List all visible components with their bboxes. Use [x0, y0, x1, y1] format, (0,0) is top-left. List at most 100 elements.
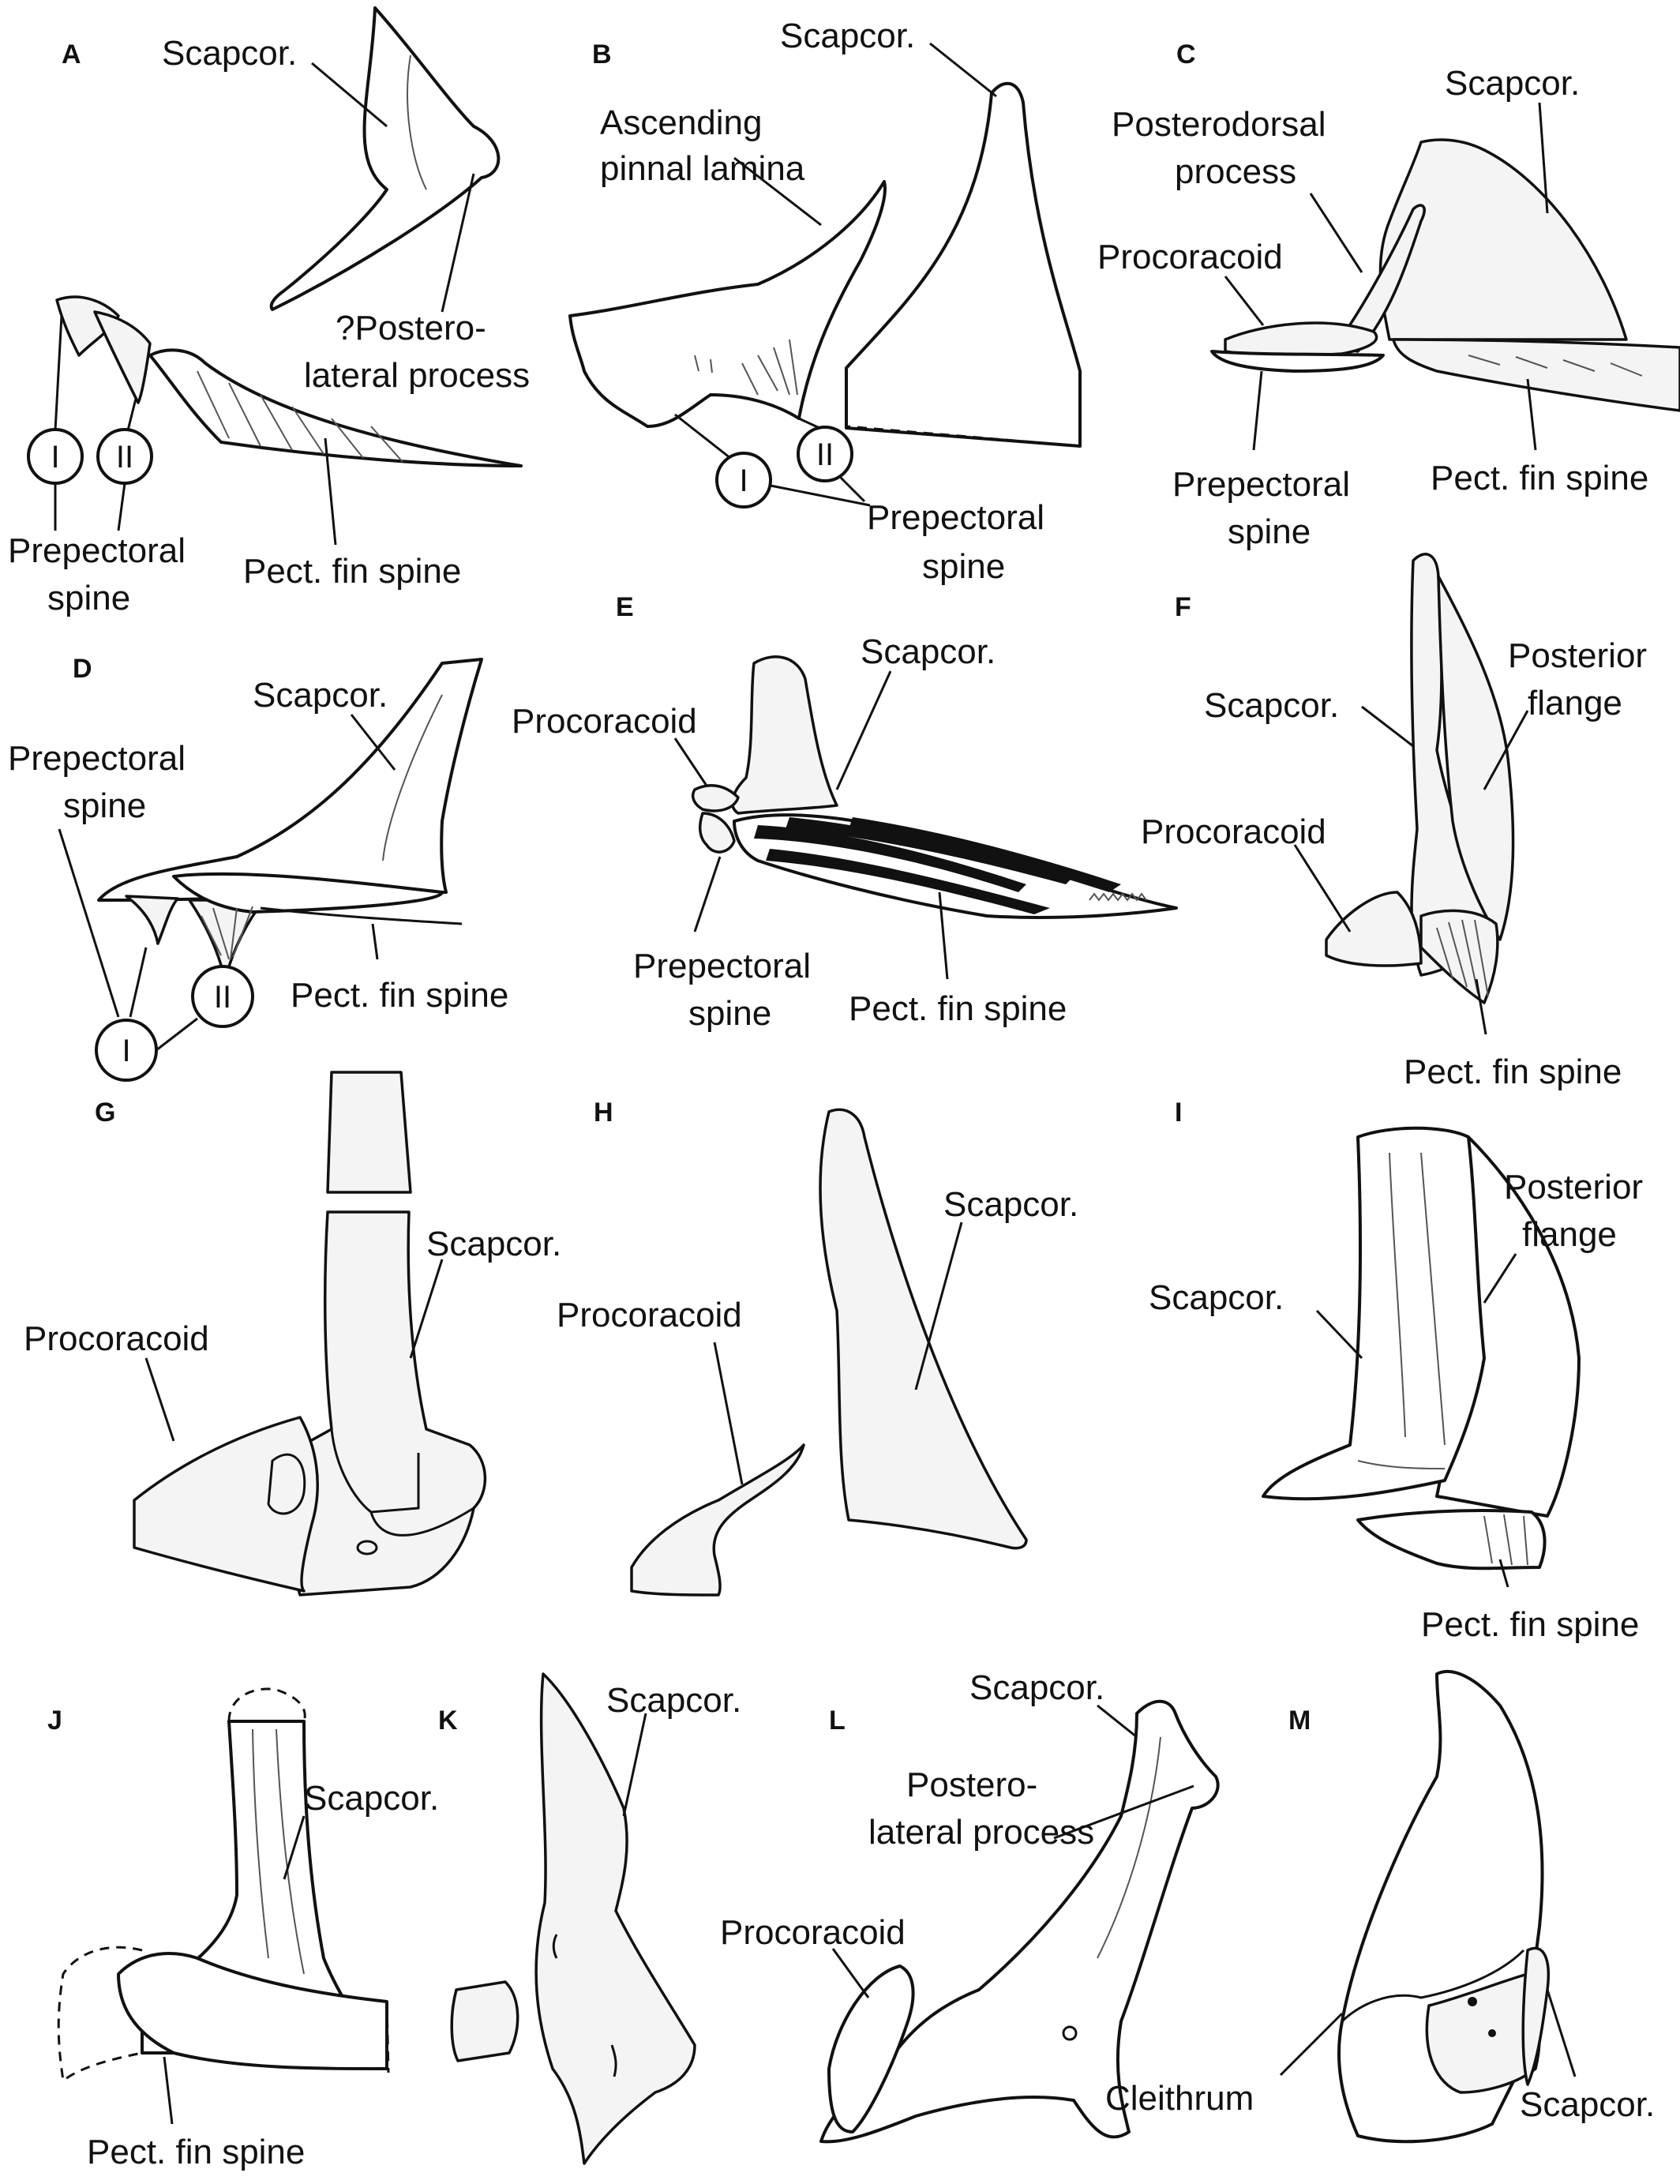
panel-c-label-posterodorsal-1: Posterodorsal [1112, 105, 1326, 144]
panel-d-roman-ii: II [214, 980, 231, 1015]
panel-b-spine-leader-ii [839, 476, 866, 503]
panel-k-label-scapcor: Scapcor. [606, 1681, 741, 1720]
panel-letter-c: C [1176, 39, 1196, 69]
panel-c-label-procoracoid: Procoracoid [1097, 238, 1283, 276]
panel-h-scapulocoracoid [819, 1108, 1028, 1550]
panel-b-scapulocoracoid [845, 81, 1082, 448]
panel-d-leader-i-ii [156, 1017, 198, 1052]
panel-c-label-posterodorsal-2: process [1175, 152, 1296, 191]
panel-e-stripe-3 [786, 817, 1074, 884]
panel-e-label-prepectoral-2: spine [688, 994, 771, 1033]
panel-k-fragment [450, 1980, 519, 2062]
panel-j-pect-fin-spine [117, 1952, 388, 2070]
panel-f-label-posterior-1: Posterior [1508, 636, 1647, 675]
panel-b-label-ascending-1: Ascending [600, 103, 762, 142]
panel-b-ascending-leader [733, 156, 822, 227]
panel-b-label-ascending-2: pinnal lamina [600, 149, 805, 188]
panel-e-label-scapcor: Scapcor. [861, 632, 996, 671]
panel-g: G Scapcor. Procoracoid [24, 1071, 561, 1597]
panel-letter-f: F [1175, 592, 1191, 622]
panel-a-label-postero-1: ?Postero- [336, 309, 486, 347]
panel-e-scapulocoracoid [730, 655, 838, 815]
panel-f-fin-rays [1436, 919, 1489, 997]
panel-g-label-scapcor: Scapcor. [426, 1225, 561, 1263]
panel-g-sutures [330, 1428, 474, 1537]
panel-h-scapcor-leader [914, 1221, 963, 1390]
panel-f-posterior-leader [1483, 710, 1529, 790]
panel-h-procoracoid [630, 1443, 805, 1597]
panel-letter-i: I [1175, 1098, 1182, 1128]
panel-b-fibres [694, 339, 798, 396]
panel-a-label-pect: Pect. fin spine [243, 552, 461, 591]
panel-c-pect-fin-spine [1392, 338, 1680, 412]
panel-b-pinnal-bone [568, 180, 887, 428]
panel-i-label-pect: Pect. fin spine [1421, 1605, 1639, 1644]
panel-e-scapcor-leader [835, 670, 892, 790]
panel-b-leader-i [674, 413, 731, 460]
panel-c-fin-hatching [1468, 355, 1643, 377]
panel-a-scapulocoracoid [269, 6, 501, 311]
panel-c-prepectoral-leader [1252, 370, 1263, 451]
panel-k-foramen-2 [610, 2044, 617, 2077]
panel-g-procoracoid-leader [144, 1357, 175, 1442]
panel-e-label-pect: Pect. fin spine [849, 989, 1067, 1028]
panel-j: J Scapcor. Pect. fin spine [47, 1687, 439, 2171]
panel-l: L Scapcor. Postero- lateral process Proc… [720, 1668, 1220, 2144]
panel-d: D Scapcor. Prepectoral spine I II Pect. … [8, 654, 508, 1082]
panel-g-procoracoid [133, 1416, 319, 1593]
panel-k-foramen-1 [552, 1934, 558, 1959]
panel-b-spine-leader-i [770, 484, 871, 507]
panel-b-roman-i: I [739, 463, 748, 498]
panel-b-label-prepectoral-2: spine [922, 547, 1005, 586]
panel-h-label-procoracoid: Procoracoid [557, 1296, 742, 1334]
panel-g-foramen-area [267, 1453, 306, 1515]
panel-a-label-scapcor: Scapcor. [162, 34, 297, 73]
panel-k-scapulocoracoid [534, 1672, 696, 2165]
panel-i-label-scapcor: Scapcor. [1149, 1278, 1284, 1317]
panel-c: C Scapcor. Posterodorsal process Procora… [1097, 39, 1680, 551]
panel-letter-h: H [594, 1098, 613, 1128]
panel-m-scapcor-leader [1546, 1989, 1577, 2077]
panel-m-cleithrum-leader [1279, 2012, 1344, 2077]
panel-c-label-prepectoral-2: spine [1228, 512, 1311, 551]
panel-d-marker-ii [191, 965, 254, 1028]
panel-b-marker-ii [797, 426, 853, 482]
panel-d-pect-fin-lower [260, 906, 463, 925]
panel-d-roman-i: I [122, 1034, 130, 1068]
panel-c-prepectoral-spine [1210, 350, 1385, 373]
panel-i-pect-fin-spine [1356, 1509, 1547, 1570]
panel-f-procoracoid-leader [1293, 844, 1352, 933]
panel-j-ridges [252, 1728, 305, 1975]
panel-letter-k: K [438, 1706, 458, 1736]
panel-l-foramen [1062, 2025, 1078, 2041]
panel-c-scapulocoracoid [1378, 138, 1628, 341]
panel-a-prepectoral-spine-2 [93, 310, 152, 404]
panel-c-label-prepectoral-1: Prepectoral [1172, 465, 1350, 504]
panel-i-scapulocoracoid [1262, 1126, 1486, 1501]
panel-b-break-line [845, 371, 1081, 448]
panel-a-scapcor-leader [311, 62, 388, 128]
panel-j-label-scapcor: Scapcor. [304, 1779, 439, 1818]
panel-l-label-procoracoid: Procoracoid [720, 1913, 906, 1952]
panel-f-pect-fin-spine [1419, 909, 1499, 1004]
panel-b-label-prepectoral-1: Prepectoral [867, 498, 1044, 537]
panel-f: F Scapcor. Posterior flange Procoracoid … [1141, 553, 1647, 1091]
panel-d-label-pect: Pect. fin spine [291, 976, 508, 1015]
panel-j-scapcor-leader [283, 1815, 306, 1880]
panel-c-procoracoid [1224, 321, 1378, 357]
panel-letter-j: J [47, 1706, 62, 1736]
panel-e-procoracoid [692, 784, 740, 812]
panel-c-pect-leader [1526, 378, 1537, 451]
panel-e-label-prepectoral-1: Prepectoral [633, 947, 811, 985]
panel-letter-m: M [1288, 1706, 1311, 1736]
panel-d-pect-leader [371, 923, 379, 960]
panel-f-label-procoracoid: Procoracoid [1141, 812, 1326, 851]
panel-f-scapcor-leader [1361, 705, 1414, 748]
panel-e-prepectoral-spine [698, 812, 736, 854]
panel-i-scapcor-leader [1315, 1309, 1363, 1360]
panel-a-leader-ii [126, 398, 137, 431]
panel-l-label-scapcor: Scapcor. [969, 1668, 1104, 1707]
panel-e-denticles [1089, 892, 1147, 902]
panel-letter-e: E [616, 592, 634, 622]
